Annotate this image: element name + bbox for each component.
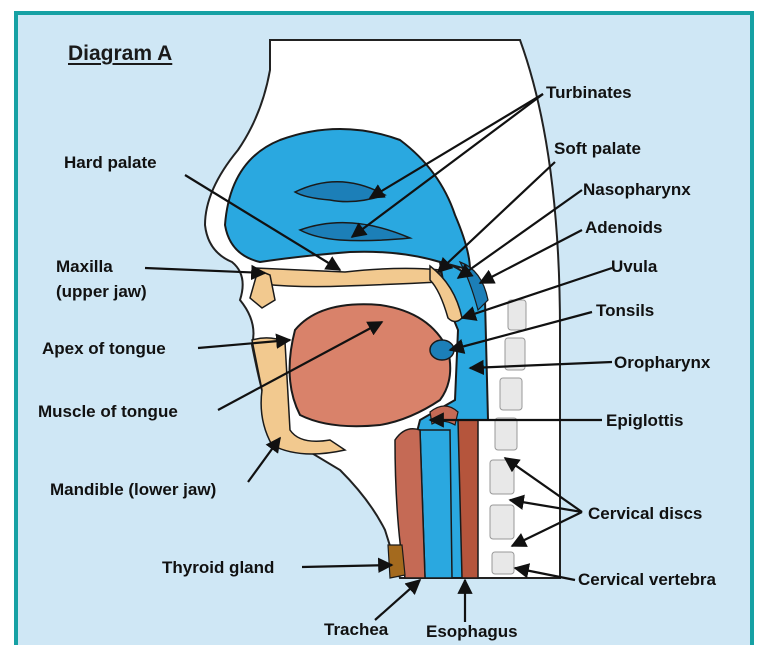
arrow-adenoids — [480, 230, 582, 283]
arrow-tonsils — [450, 312, 592, 350]
arrow-vertebra — [515, 568, 575, 580]
label-cervical-discs: Cervical discs — [588, 504, 702, 524]
label-hard-palate: Hard palate — [64, 153, 157, 173]
arrow-discs-2 — [510, 500, 582, 512]
arrow-thyroid — [302, 565, 392, 567]
label-adenoids: Adenoids — [585, 218, 662, 238]
label-turbinates: Turbinates — [546, 83, 632, 103]
arrow-hard-palate — [185, 175, 340, 270]
diagram-title: Diagram A — [68, 42, 172, 66]
label-soft-palate: Soft palate — [554, 139, 641, 159]
label-uvula: Uvula — [611, 257, 657, 277]
arrow-turbinates-2 — [352, 94, 543, 237]
label-esophagus: Esophagus — [426, 622, 518, 642]
label-cervical-vertebra: Cervical vertebra — [578, 570, 716, 590]
arrow-muscle — [218, 322, 382, 410]
label-oropharynx: Oropharynx — [614, 353, 710, 373]
arrow-discs-3 — [512, 512, 582, 546]
label-apex-of-tongue: Apex of tongue — [42, 339, 166, 359]
arrow-trachea — [375, 580, 420, 620]
arrow-discs-1 — [505, 458, 582, 512]
label-mandible: Mandible (lower jaw) — [50, 480, 216, 500]
arrow-uvula — [462, 268, 612, 318]
label-epiglottis: Epiglottis — [606, 411, 683, 431]
arrow-nasopharynx — [458, 190, 582, 278]
arrow-oropharynx — [470, 362, 612, 368]
label-trachea: Trachea — [324, 620, 388, 640]
label-thyroid-gland: Thyroid gland — [162, 558, 274, 578]
arrow-soft-palate — [438, 162, 555, 272]
arrow-turbinates-1 — [370, 94, 543, 198]
label-tonsils: Tonsils — [596, 301, 654, 321]
arrow-apex — [198, 340, 290, 348]
label-nasopharynx: Nasopharynx — [583, 180, 691, 200]
arrow-maxilla — [145, 268, 265, 273]
label-maxilla: Maxilla — [56, 257, 113, 277]
label-muscle-of-tongue: Muscle of tongue — [38, 402, 178, 422]
arrow-mandible — [248, 438, 280, 482]
label-upper-jaw: (upper jaw) — [56, 282, 147, 302]
